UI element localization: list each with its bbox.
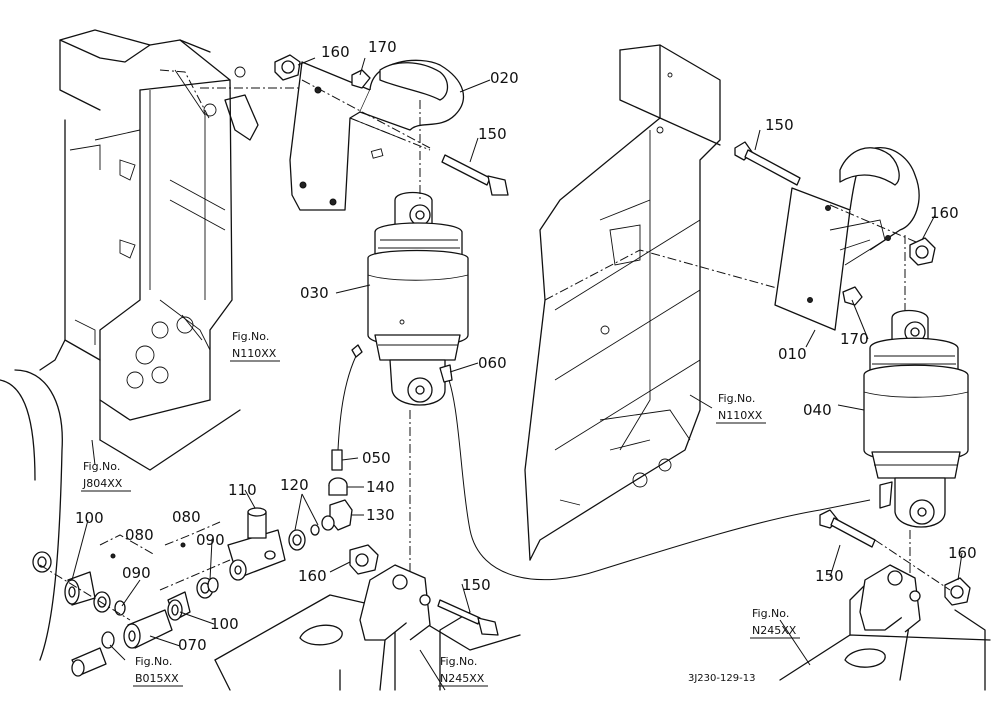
ref-n110-right-fig: Fig.No. xyxy=(718,392,755,405)
left-bottom-plate xyxy=(214,564,521,691)
right-bottom-plate xyxy=(779,564,991,691)
label-100-right: 100 xyxy=(210,615,239,633)
label-160-valve: 160 xyxy=(298,567,327,585)
ref-n245-right-code: N245XX xyxy=(752,624,797,637)
label-170-left: 170 xyxy=(368,38,397,56)
ref-n110-left-fig: Fig.No. xyxy=(232,330,269,343)
ref-j804-fig: Fig.No. xyxy=(83,460,120,473)
label-050: 050 xyxy=(362,449,391,467)
ref-j804-code: J804XX xyxy=(82,477,123,490)
ref-n245-left-code: N245XX xyxy=(440,672,485,685)
leader-lines xyxy=(71,57,963,691)
label-060: 060 xyxy=(478,354,507,372)
label-090-left: 090 xyxy=(122,564,151,582)
part-labels: 160 170 020 150 030 060 050 140 130 120 … xyxy=(75,38,977,654)
label-130: 130 xyxy=(366,506,395,524)
label-100-left: 100 xyxy=(75,509,104,527)
label-070: 070 xyxy=(178,636,207,654)
drawing-code: 3J230-129-13 xyxy=(688,673,755,684)
left-frame xyxy=(0,29,300,661)
right-fasteners xyxy=(734,141,971,606)
label-030: 030 xyxy=(300,284,329,302)
label-150-bottom-left: 150 xyxy=(462,576,491,594)
ref-b015-fig: Fig.No. xyxy=(135,655,172,668)
ref-b015-code: B015XX xyxy=(135,672,179,685)
air-spring-040 xyxy=(863,309,969,575)
label-010: 010 xyxy=(778,345,807,363)
label-080-right: 080 xyxy=(172,508,201,526)
label-140: 140 xyxy=(366,478,395,496)
label-020: 020 xyxy=(490,69,519,87)
ref-n110-left-code: N110XX xyxy=(232,347,277,360)
label-110: 110 xyxy=(228,481,257,499)
valve-assembly xyxy=(32,507,499,677)
ref-n245-left-fig: Fig.No. xyxy=(440,655,477,668)
group-brackets xyxy=(99,521,221,559)
label-170-right: 170 xyxy=(840,330,869,348)
mount-bracket-020 xyxy=(289,59,464,211)
label-160-bottom-right: 160 xyxy=(948,544,977,562)
ref-n110-right-code: N110XX xyxy=(718,409,763,422)
label-160-top-right: 160 xyxy=(930,204,959,222)
label-080-left: 080 xyxy=(125,526,154,544)
center-panel xyxy=(524,44,821,561)
figure-references: Fig.No. N110XX Fig.No. J804XX Fig.No. B0… xyxy=(81,330,800,687)
ref-n245-right-fig: Fig.No. xyxy=(752,607,789,620)
label-160-top-left: 160 xyxy=(321,43,350,61)
air-spring-030 xyxy=(367,100,469,575)
top-left-fasteners xyxy=(274,54,509,196)
label-150-bottom-right: 150 xyxy=(815,567,844,585)
label-150-top-left: 150 xyxy=(478,125,507,143)
label-040: 040 xyxy=(803,401,832,419)
mount-bracket-010 xyxy=(774,147,931,331)
label-120: 120 xyxy=(280,476,309,494)
label-090-right: 090 xyxy=(196,531,225,549)
label-150-top-right: 150 xyxy=(765,116,794,134)
hose-assembly xyxy=(328,344,871,581)
